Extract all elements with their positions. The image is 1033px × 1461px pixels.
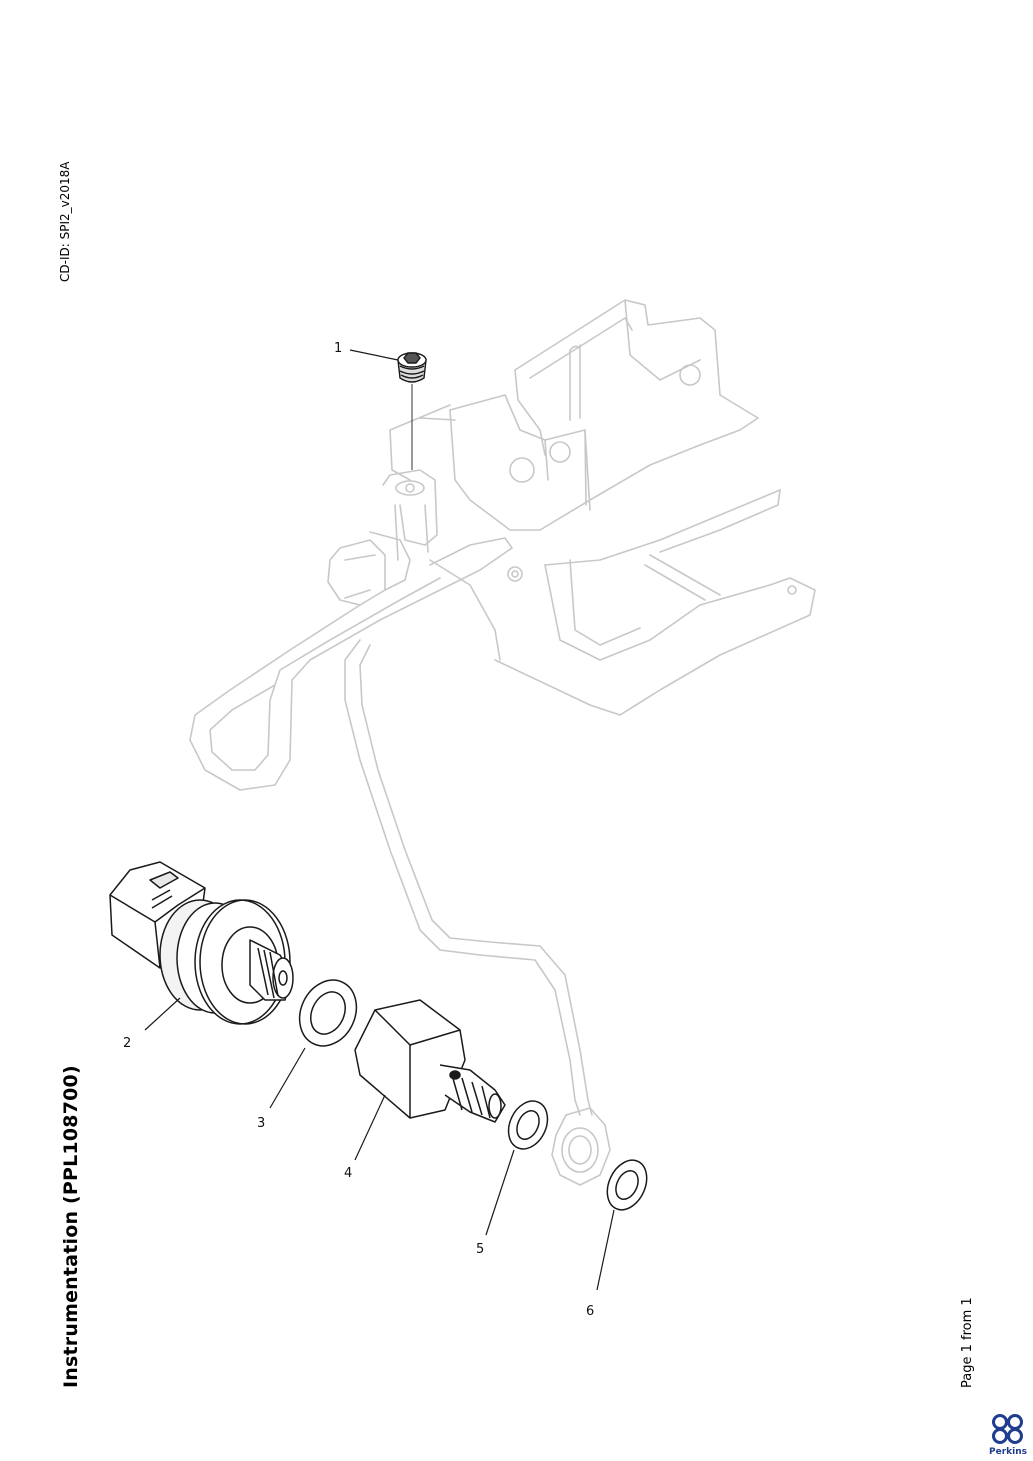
callout-3: 3 [257,1116,265,1131]
part-2-pressure-sensor [109,861,294,1031]
brand-name: Perkins [989,1447,1027,1457]
part-4-adapter [354,999,506,1161]
callout-1-leader [349,349,399,361]
engine-housing-context [189,299,816,1186]
callout-4: 4 [344,1166,352,1181]
part-5-washer [485,1100,549,1236]
part-1-plug [397,352,427,470]
callout-1: 1 [334,341,342,356]
part-6-washer [596,1159,648,1291]
part-3-washer [269,979,358,1109]
callout-2: 2 [123,1036,131,1051]
perkins-logo-icon [992,1414,1023,1444]
callout-6: 6 [586,1304,594,1319]
callout-5: 5 [476,1242,484,1257]
